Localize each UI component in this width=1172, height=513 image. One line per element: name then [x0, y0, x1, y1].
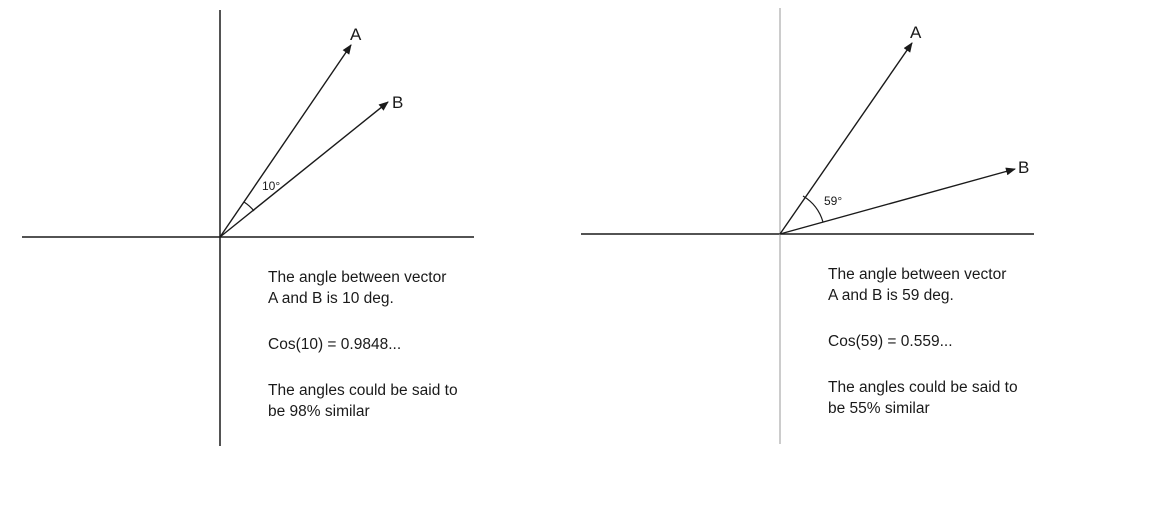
similarity-line-2-right: be 55% similar — [828, 400, 930, 417]
similarity-line-1-left: The angles could be said to — [268, 382, 458, 399]
vector-a-label-right: A — [910, 23, 922, 42]
angle-arc-left — [243, 201, 255, 212]
cosine-text-left: Cos(10) = 0.9848... — [268, 336, 401, 353]
angle-arc-right — [802, 195, 824, 223]
panel-right: A B 59° The angle between vector A and B… — [581, 8, 1034, 444]
vector-b-right — [779, 167, 1016, 235]
vector-b-label-right: B — [1018, 158, 1029, 177]
angle-label-right: 59° — [824, 194, 842, 208]
angle-label-left: 10° — [262, 179, 280, 193]
vector-a-right — [779, 42, 913, 235]
vector-b-label-left: B — [392, 93, 403, 112]
vector-a-label-left: A — [350, 25, 362, 44]
vector-b-left — [219, 101, 389, 238]
description-line-2-left: A and B is 10 deg. — [268, 290, 394, 307]
similarity-line-2-left: be 98% similar — [268, 403, 370, 420]
description-line-2-right: A and B is 59 deg. — [828, 287, 954, 304]
vector-a-left — [219, 44, 352, 238]
cosine-text-right: Cos(59) = 0.559... — [828, 333, 953, 350]
panel-left: A B 10° The angle between vector A and B… — [22, 10, 474, 446]
description-line-1-right: The angle between vector — [828, 266, 1006, 283]
description-line-1-left: The angle between vector — [268, 269, 446, 286]
similarity-line-1-right: The angles could be said to — [828, 379, 1018, 396]
